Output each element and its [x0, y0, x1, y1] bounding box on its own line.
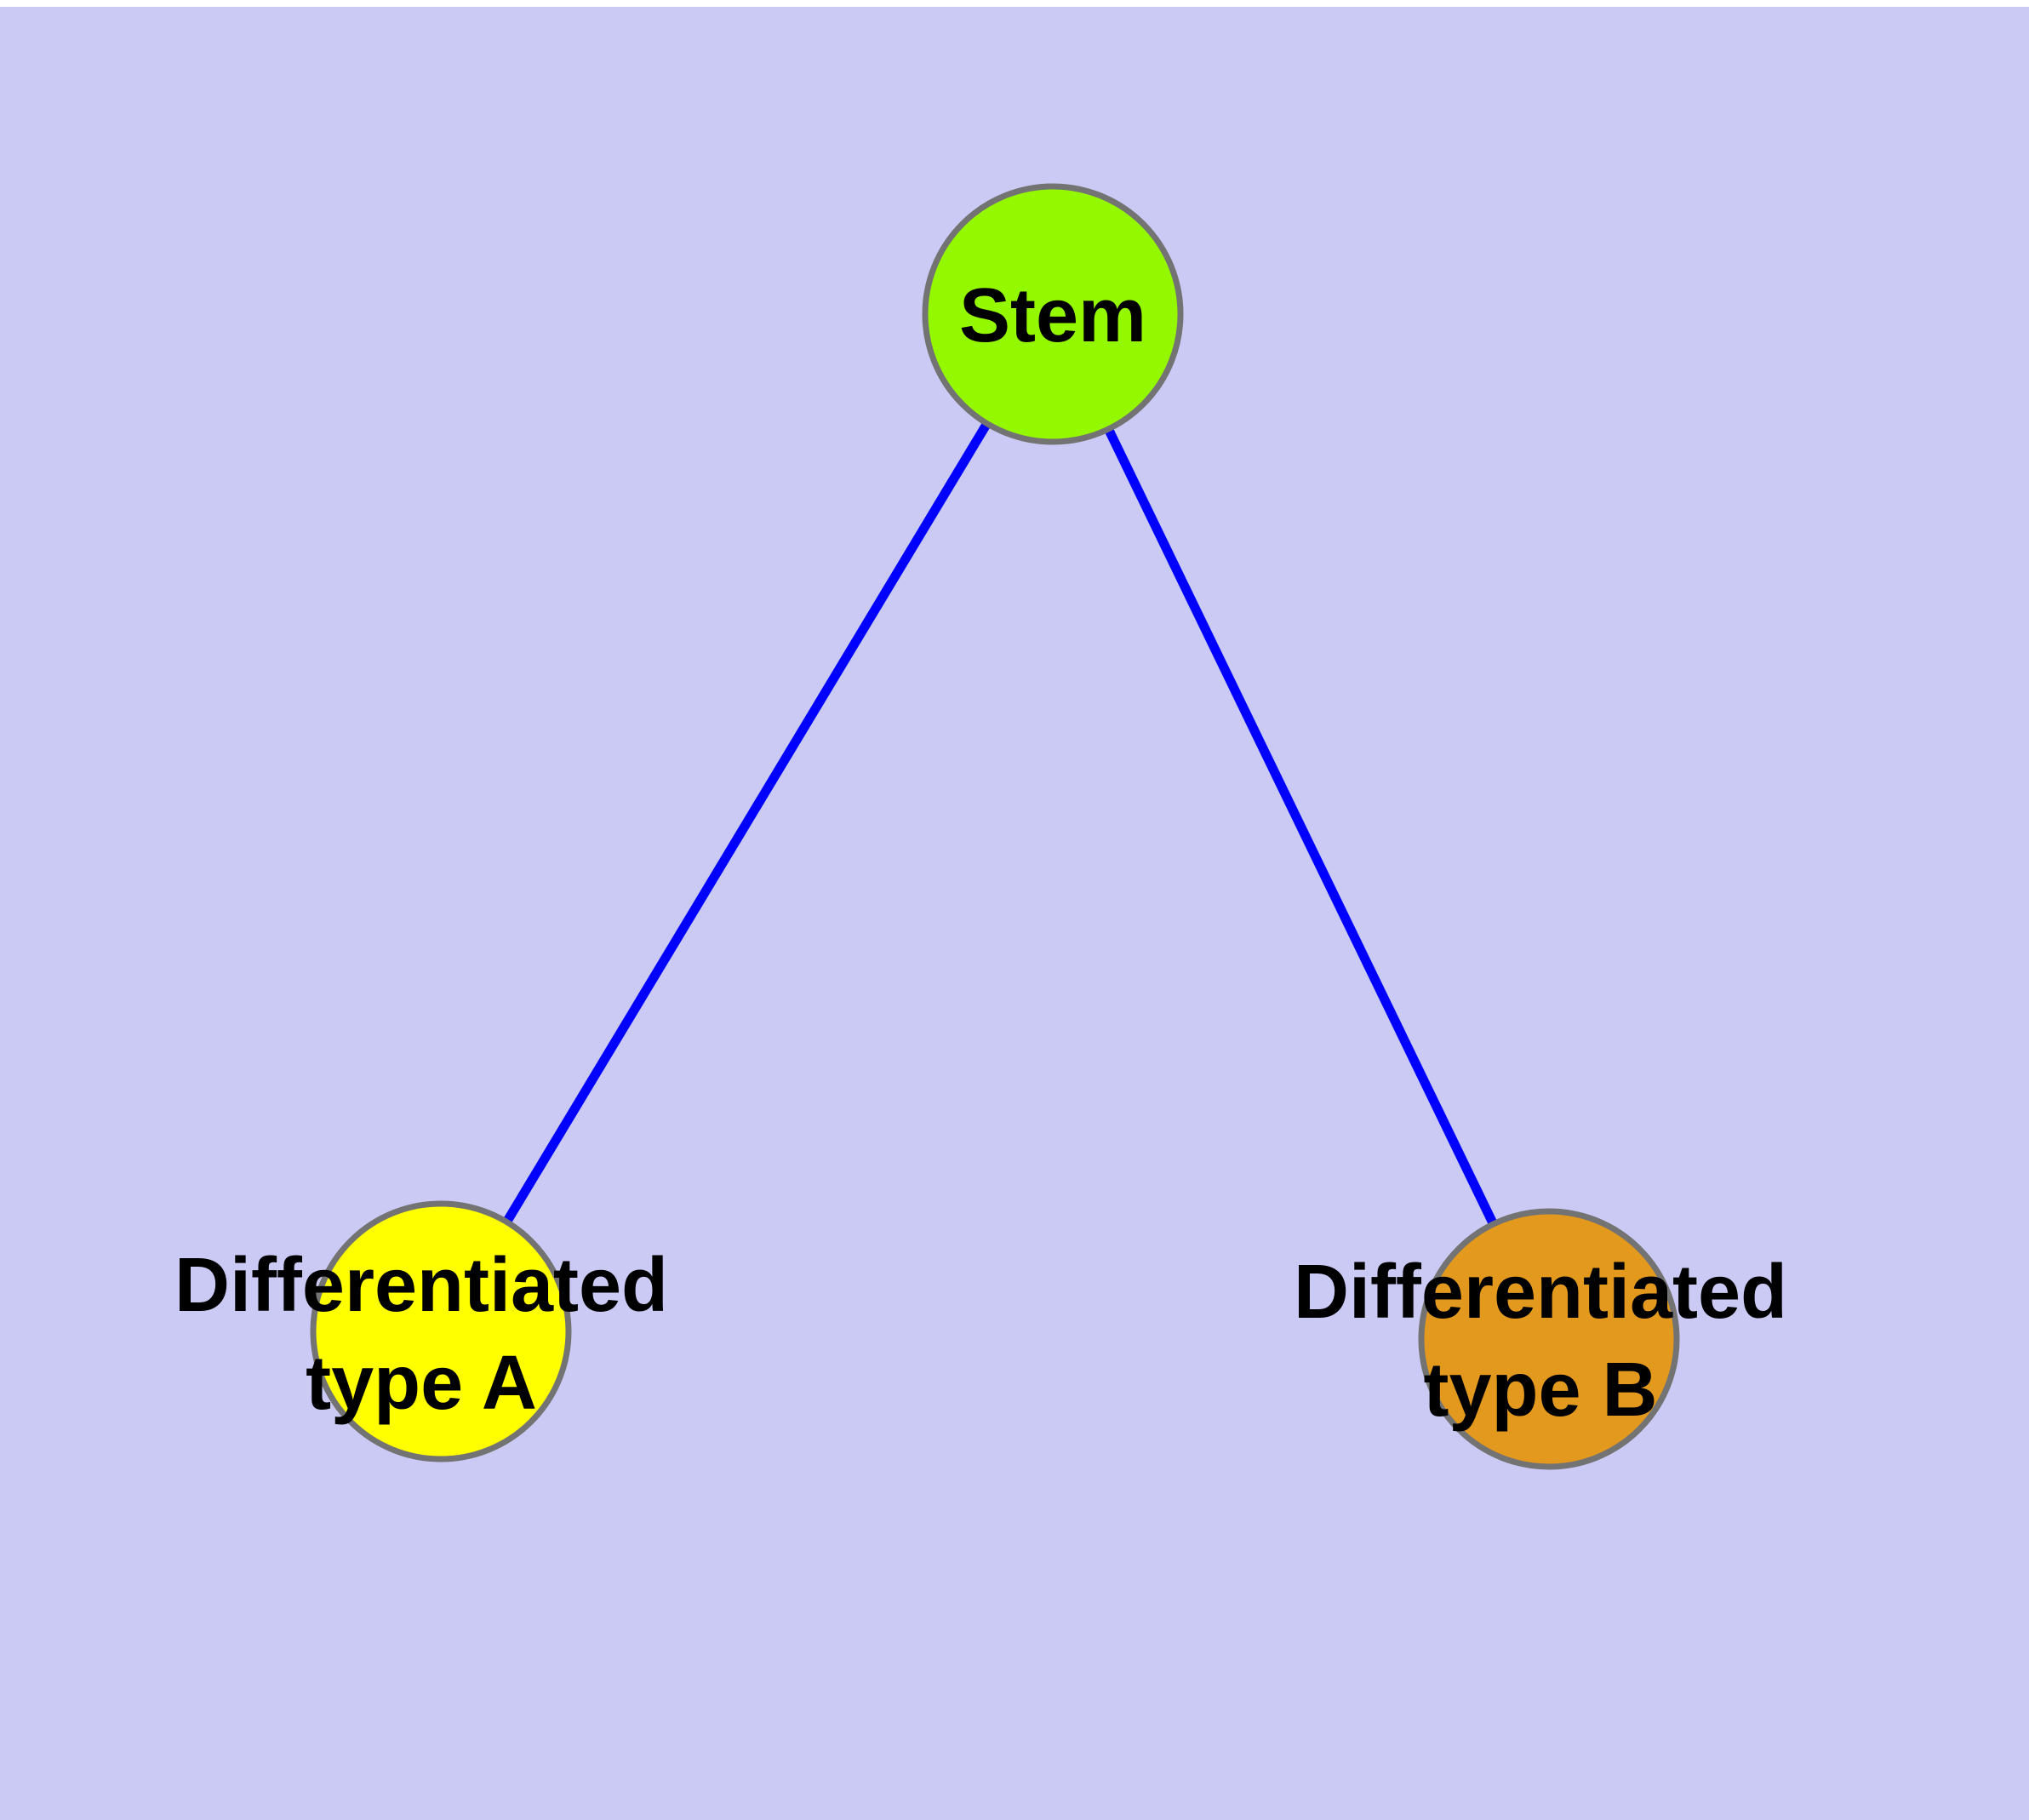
node-differentiated-type-a	[310, 1200, 572, 1462]
node-stem	[922, 183, 1184, 445]
edge-stem-to-type-b	[1049, 312, 1553, 1342]
node-label-type-b-line1: Differentiated	[1294, 1250, 1787, 1335]
node-label-type-a-line1: Differentiated	[174, 1243, 668, 1328]
node-label-stem: Stem	[959, 273, 1146, 358]
node-label-type-a-line2: type A	[306, 1341, 537, 1426]
node-label-type-b-line2: type B	[1423, 1348, 1657, 1433]
node-differentiated-type-b	[1418, 1208, 1680, 1470]
edge-stem-to-type-a	[437, 312, 1057, 1334]
